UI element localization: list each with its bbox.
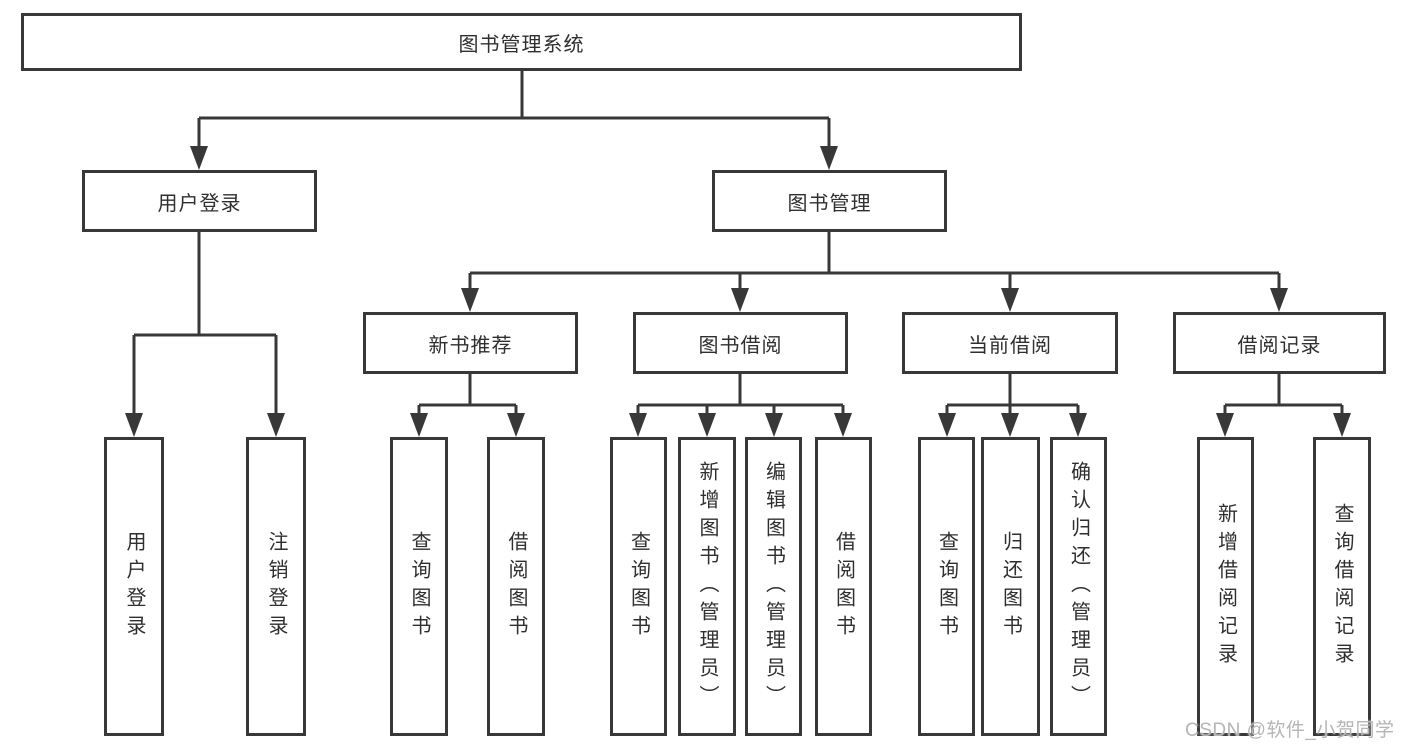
- leaf-label: 查询借阅记录: [1331, 502, 1353, 671]
- leaf-query-books-1: 查询图书: [390, 437, 448, 736]
- node-current-borrow: 当前借阅: [902, 312, 1118, 374]
- node-book-borrow: 图书借阅: [633, 312, 848, 374]
- node-borrow-records: 借阅记录: [1173, 312, 1386, 374]
- leaf-label: 编辑图书（管理员）: [762, 460, 785, 713]
- csdn-watermark: CSDN @软件_小贺同学: [1185, 720, 1395, 741]
- leaf-label: 查询图书: [627, 530, 650, 643]
- leaf-edit-books-admin: 编辑图书（管理员）: [745, 437, 802, 736]
- leaf-label: 借阅图书: [505, 530, 527, 643]
- leaf-label: 查询图书: [408, 530, 430, 643]
- leaf-logout: 注销登录: [246, 437, 306, 736]
- node-new-book-recommend: 新书推荐: [363, 312, 578, 374]
- leaf-query-books-2: 查询图书: [610, 437, 667, 736]
- leaf-query-books-3: 查询图书: [918, 437, 975, 736]
- leaf-confirm-return-admin: 确认归还（管理员）: [1050, 437, 1107, 736]
- leaf-add-books-admin: 新增图书（管理员）: [678, 437, 736, 736]
- leaf-label: 归还图书: [999, 530, 1022, 643]
- leaf-label: 注销登录: [265, 530, 287, 643]
- leaf-user-login: 用户登录: [104, 437, 164, 736]
- node-user-login: 用户登录: [82, 170, 317, 232]
- leaf-add-borrow-record: 新增借阅记录: [1197, 437, 1254, 736]
- node-root-system: 图书管理系统: [21, 13, 1022, 71]
- leaf-label: 新增借阅记录: [1214, 502, 1237, 671]
- leaf-borrow-books-1: 借阅图书: [487, 437, 545, 736]
- node-book-management: 图书管理: [712, 170, 947, 232]
- leaf-label: 查询图书: [935, 530, 958, 643]
- leaf-label: 借阅图书: [832, 530, 855, 643]
- leaf-label: 新增图书（管理员）: [696, 460, 718, 713]
- leaf-label: 确认归还（管理员）: [1067, 460, 1090, 713]
- leaf-borrow-books-2: 借阅图书: [815, 437, 872, 736]
- leaf-label: 用户登录: [123, 530, 145, 643]
- leaf-return-books: 归还图书: [981, 437, 1040, 736]
- leaf-query-borrow-record: 查询借阅记录: [1313, 437, 1371, 736]
